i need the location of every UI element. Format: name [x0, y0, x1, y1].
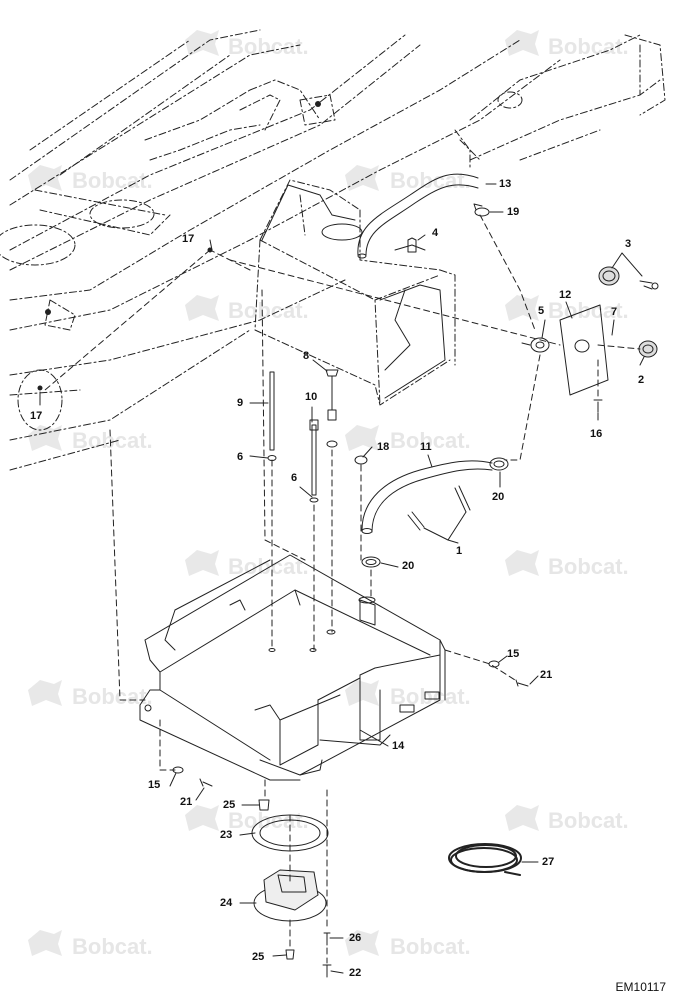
- callout-1: 1: [456, 545, 463, 557]
- watermark-text: Bobcat.: [228, 298, 309, 323]
- callout-10: 10: [305, 391, 318, 403]
- watermark-logo-icon: [505, 295, 539, 321]
- watermark-logo-icon: [185, 30, 219, 56]
- callout-27: 27: [542, 856, 555, 868]
- assembly-lines: [44, 214, 641, 964]
- watermark-logo-icon: [185, 550, 219, 576]
- callout-17: 17: [30, 410, 43, 422]
- callout-4: 4: [432, 227, 439, 239]
- bolt-22: [322, 964, 332, 978]
- plate-12: [559, 304, 609, 396]
- callout-8: 8: [303, 350, 310, 362]
- callout-11: 11: [420, 441, 432, 453]
- callout-14: 14: [392, 740, 405, 752]
- callout-12: 12: [559, 289, 572, 301]
- callout-9: 9: [237, 397, 244, 409]
- watermark-text: Bobcat.: [228, 34, 309, 59]
- cap-2: [638, 340, 658, 358]
- bolt-21-left: [199, 778, 213, 787]
- watermark-text: Bobcat.: [548, 34, 629, 59]
- callout-22: 22: [349, 967, 362, 979]
- fitting-4: [394, 237, 426, 253]
- watermark-logo-icon: [505, 805, 539, 831]
- fuel-tank-solid: [261, 184, 446, 399]
- watermark-logo-icon: [185, 805, 219, 831]
- watermark-logo-icon: [505, 550, 539, 576]
- filler-neck-5: [521, 337, 550, 353]
- plug-25-lower: [285, 949, 295, 960]
- drawing-code: EM10117: [615, 980, 666, 994]
- callout-18: 18: [377, 441, 390, 453]
- sender-8: [325, 369, 339, 448]
- watermark-logo-icon: [345, 930, 379, 956]
- watermark-text: Bobcat.: [390, 934, 471, 959]
- tank-tray: [139, 554, 446, 781]
- callout-3: 3: [625, 238, 632, 250]
- clamp-20-lower: [361, 556, 381, 568]
- cap-3: [598, 266, 659, 290]
- pickup-10: [309, 419, 319, 503]
- watermark-logo-icon: [505, 30, 539, 56]
- watermark-text: Bobcat.: [548, 808, 629, 833]
- callout-5: 5: [538, 305, 545, 317]
- watermark-logo-icon: [28, 425, 62, 451]
- grommet-18: [354, 455, 368, 465]
- machine-frame-phantom: [0, 29, 666, 471]
- callout-21: 21: [180, 796, 193, 808]
- clamp-19: [473, 203, 490, 217]
- hose-11: [361, 460, 493, 534]
- cover-24: [253, 869, 327, 922]
- watermark-text: Bobcat.: [72, 428, 153, 453]
- watermark-logo-icon: [28, 680, 62, 706]
- watermark-text: Bobcat.: [72, 684, 153, 709]
- watermark-logo-icon: [28, 930, 62, 956]
- watermark-text: Bobcat.: [548, 298, 629, 323]
- fuel-tank-outline: [254, 179, 456, 406]
- leader-lines: [39, 183, 645, 974]
- callout-25: 25: [223, 799, 236, 811]
- callout-23: 23: [220, 829, 233, 841]
- callout-26: 26: [349, 932, 362, 944]
- filler-hose-13: [357, 173, 479, 259]
- callout-16: 16: [590, 428, 603, 440]
- callout-17: 17: [182, 233, 195, 245]
- callout-21: 21: [540, 669, 553, 681]
- watermark-text: Bobcat.: [390, 168, 471, 193]
- callout-15: 15: [507, 648, 520, 660]
- watermark-logo-icon: [345, 425, 379, 451]
- pickup-9: [267, 371, 277, 461]
- callout-6: 6: [291, 472, 298, 484]
- callout-7: 7: [611, 306, 618, 318]
- pins-1: [407, 485, 471, 541]
- bolt-26: [323, 932, 331, 946]
- callout-6: 6: [237, 451, 244, 463]
- watermark-logo-icon: [28, 165, 62, 191]
- callout-20: 20: [402, 560, 415, 572]
- callout-13: 13: [499, 178, 512, 190]
- callout-25: 25: [252, 951, 265, 963]
- bolt-21-right: [515, 679, 529, 687]
- watermark-logo-icon: [345, 680, 379, 706]
- callout-19: 19: [507, 206, 520, 218]
- plug-25-upper: [258, 799, 270, 811]
- callout-2: 2: [638, 374, 645, 386]
- screw-16: [593, 399, 603, 413]
- callout-15: 15: [148, 779, 161, 791]
- watermark-text: Bobcat.: [548, 554, 629, 579]
- frame-bolts: [37, 101, 321, 391]
- watermark-text: Bobcat.: [72, 934, 153, 959]
- hose-27-coil: [448, 843, 522, 876]
- watermark-logo-icon: [185, 295, 219, 321]
- watermark-text: Bobcat.: [390, 428, 471, 453]
- callout-20: 20: [492, 491, 505, 503]
- callout-24: 24: [220, 897, 233, 909]
- clamp-20-upper: [489, 457, 509, 471]
